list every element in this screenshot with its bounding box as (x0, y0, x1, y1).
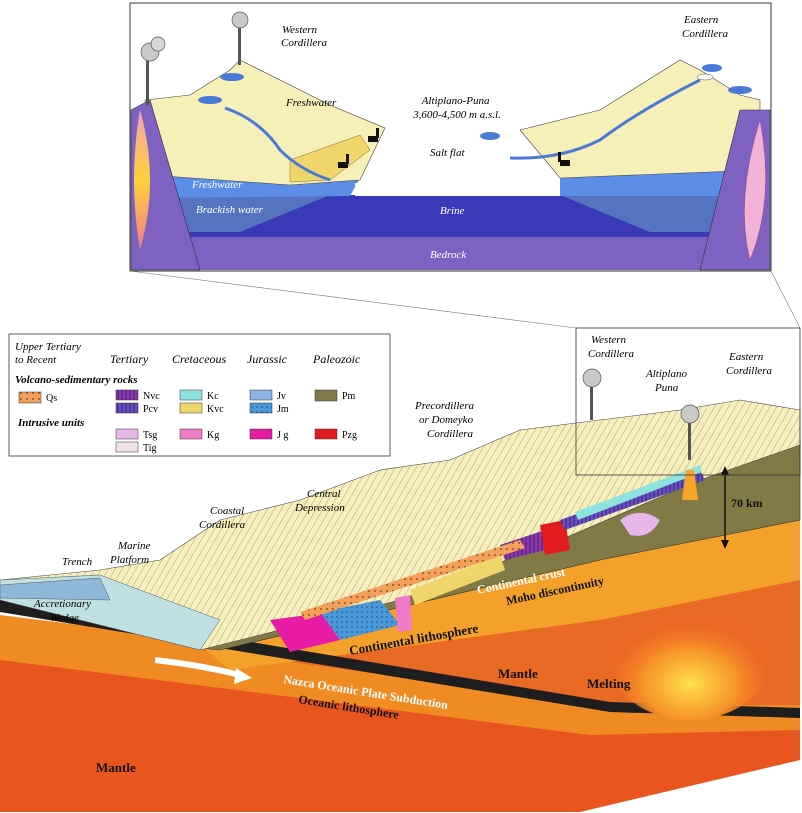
inset-lake-right (480, 132, 500, 140)
label-jg: J g (277, 430, 288, 441)
tertiary-pcv-band (560, 470, 705, 530)
subduction-arrowhead (234, 668, 252, 684)
legend-jurassic-header: Jurassic (247, 352, 288, 366)
label-jm: Jm (277, 404, 289, 415)
legend: Upper Tertiary to Recent Tertiary Cretac… (8, 333, 391, 457)
main-central-depression-label: Central Depression (294, 488, 345, 514)
main-melting-label: Melting (587, 676, 631, 691)
cretaceous-kc-band (575, 465, 702, 520)
label-pcv: Pcv (143, 404, 158, 415)
lower-mantle (0, 650, 800, 812)
inset-vicuna-icon (338, 128, 570, 168)
main-western-cordillera-label: Western Cordillera (588, 334, 635, 360)
label-pzg: Pzg (342, 430, 357, 441)
legend-tertiary-header: Tertiary (110, 352, 149, 366)
inset-left-magma-chamber (134, 110, 150, 250)
swatch-qs (18, 391, 42, 404)
main-altiplano-label: Altiplano Puna (645, 368, 690, 394)
main-precordillera-label: Precordillera or Domeyko Cordillera (414, 400, 477, 440)
inset-volcano-plume-icon (140, 11, 249, 105)
main-volcano-plume-icon (582, 368, 700, 500)
main-coastal-cordillera-label: Coastal Cordillera (199, 505, 247, 531)
swatch-pm (314, 389, 338, 402)
inset-left-wall (130, 99, 201, 271)
jurassic-granite-body (270, 612, 340, 652)
label-qs: Qs (46, 393, 57, 404)
inset-brine-label: Brine (440, 205, 465, 217)
main-trench-label: Trench (62, 556, 93, 568)
swatch-pcv (115, 402, 139, 414)
inset-salt-flat-label: Salt flat (430, 147, 465, 159)
inset-freshwater-layer-label: Freshwater (191, 179, 243, 191)
swatch-nvc (115, 389, 139, 401)
swatch-kvc (179, 402, 203, 414)
swatch-kc (179, 389, 203, 401)
inset-altiplano-label: Altiplano-Puna 3,600-4,500 m a.s.l. (412, 95, 501, 121)
swatch-jg (249, 428, 273, 440)
legend-cretaceous-header: Cretaceous (172, 352, 227, 366)
legend-intrusive-header: Intrusive units (17, 417, 84, 429)
label-tig: Tig (143, 443, 157, 454)
main-mantle-upper-label: Mantle (498, 666, 538, 681)
inset-bedrock-layer (131, 235, 770, 270)
inset-river-left (224, 106, 331, 182)
inset-western-cordillera-label: Western Cordillera (281, 24, 328, 49)
ocean-water (0, 577, 111, 601)
inset-right-magma-chamber (744, 119, 766, 261)
cretaceous-granite-body (395, 595, 412, 632)
swatch-pzg (314, 428, 338, 440)
main-marine-platform-label: Marine Platform (109, 540, 153, 566)
inset-bedrock-label: Bedrock (430, 249, 467, 261)
label-tsg: Tsg (143, 430, 157, 441)
inset-brackish-left (180, 195, 330, 232)
legend-paleozoic-header: Paleozoic (312, 352, 361, 366)
tertiary-intrusion (619, 512, 661, 537)
zoom-window (575, 327, 801, 476)
inset-freshwater-top-label: Freshwater (285, 97, 337, 109)
label-kvc: Kvc (207, 404, 224, 415)
inset-cloud-icon (220, 64, 752, 94)
inset-brackish-label: Brackish water (196, 204, 264, 216)
swatch-jv (249, 389, 273, 401)
zoom-connector-right (770, 270, 801, 329)
swatch-kg (179, 428, 203, 440)
label-kg: Kg (207, 430, 219, 441)
legend-upper-tertiary-header: Upper Tertiary to Recent (15, 341, 84, 366)
main-block (0, 327, 801, 812)
jurassic-marine-body (320, 600, 400, 640)
label-kc: Kc (207, 391, 219, 402)
inset-river-right (509, 78, 701, 160)
subduction-arrow (154, 657, 241, 678)
main-depth-label: 70 km (731, 496, 763, 510)
melting-zone (610, 600, 770, 720)
label-nvc: Nvc (143, 391, 160, 402)
inset-brackish-right (560, 195, 720, 232)
paleozoic-granite-body (540, 520, 570, 555)
zoom-connector-left (129, 270, 577, 329)
label-pm: Pm (342, 391, 356, 402)
main-eastern-cordillera-label: Eastern Cordillera (726, 351, 773, 377)
inset-panel: Western Cordillera Eastern Cordillera Fr… (129, 2, 772, 272)
cretaceous-volcanic-band (410, 555, 505, 605)
label-jv: Jv (277, 391, 286, 402)
legend-volcano-header: Volcano-sedimentary rocks (15, 374, 138, 386)
depth-arrow (721, 466, 729, 549)
inset-lake-left (198, 96, 222, 104)
swatch-tig (115, 441, 139, 453)
quaternary-sediment-band (300, 540, 525, 620)
main-mantle-lower-label: Mantle (96, 760, 136, 775)
inset-salt-flat-surface (355, 183, 560, 196)
swatch-jm (249, 402, 273, 414)
swatch-tsg (115, 428, 139, 440)
inset-eastern-cordillera-label: Eastern Cordillera (682, 14, 729, 40)
main-accretionary-wedge-label: Accretionary Wedge (33, 598, 94, 624)
